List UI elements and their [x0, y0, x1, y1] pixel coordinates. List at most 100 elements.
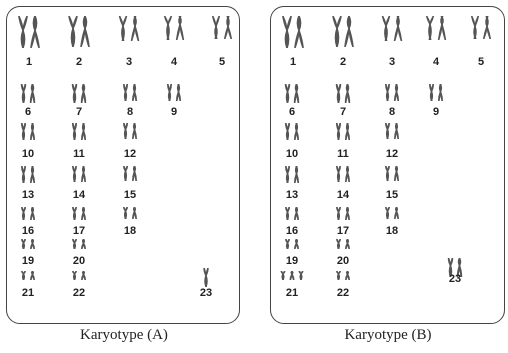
karyotype-b-chromosome-10 [284, 123, 300, 140]
caption-a-text: Karyotype [80, 327, 144, 343]
karyotype-b-chromosome-4 [425, 16, 447, 40]
karyotype-b-label-9: 9 [433, 106, 439, 118]
karyotype-b-chromosome-23 [447, 258, 463, 277]
karyotype-a-chromosome-8 [122, 84, 138, 101]
karyotype-b-chromosome-1 [282, 16, 304, 48]
karyotype-b-chromosome-11 [335, 123, 351, 140]
karyotype-b-label-5: 5 [478, 56, 484, 68]
karyotype-a-label-4: 4 [171, 56, 178, 68]
karyotype-a-label-19: 19 [22, 255, 34, 267]
karyotype-b-label-10: 10 [286, 148, 298, 160]
karyotype-a-label-16: 16 [22, 225, 34, 237]
karyotype-a-label-13: 13 [22, 189, 34, 201]
karyotype-b-label-21: 21 [286, 287, 298, 299]
karyotype-b-label-17: 17 [337, 225, 349, 237]
karyotype-b-chromosome-9 [428, 84, 444, 101]
karyotype-b-chromosome-14 [336, 166, 350, 182]
karyotype-a-chromosome-12 [123, 123, 137, 139]
karyotype-a-label-1: 1 [26, 56, 32, 68]
caption-b: Karyotype (B) [268, 327, 508, 344]
karyotype-b-label-7: 7 [340, 106, 346, 118]
caption-b-text: Karyotype [344, 327, 408, 343]
karyotype-b-chromosome-21 [280, 271, 304, 280]
karyotype-a-chromosome-1 [18, 16, 40, 48]
karyotype-b-label-22: 22 [337, 287, 349, 299]
karyotype-b-chromosome-15 [385, 166, 399, 181]
karyotype-b-label-2: 2 [340, 56, 346, 68]
caption-a: Karyotype (A) [4, 327, 244, 344]
karyotype-a-label-11: 11 [73, 148, 85, 160]
karyotype-a-chromosome-6 [20, 84, 36, 103]
karyotype-a-chromosome-21 [21, 271, 35, 280]
karyotype-b-label-13: 13 [286, 189, 298, 201]
karyotype-b-chromosome-17 [336, 207, 350, 220]
karyotype-a-panel [6, 6, 240, 324]
karyotype-b-label-14: 14 [337, 189, 350, 201]
karyotype-b-chromosome-3 [381, 16, 403, 41]
karyotype-a-label-21: 21 [22, 287, 34, 299]
caption-b-letter: (B) [411, 327, 432, 343]
karyotype-b-label-3: 3 [389, 56, 395, 68]
karyotype-b-chromosome-19 [285, 239, 299, 249]
karyotype-a-chromosome-2 [68, 16, 90, 47]
karyotype-a-label-20: 20 [73, 255, 85, 267]
karyotype-a-chromosome-7 [71, 84, 87, 103]
karyotype-a-label-3: 3 [126, 56, 132, 68]
karyotype-b-label-16: 16 [286, 225, 298, 237]
karyotype-b-chromosome-12 [385, 123, 399, 139]
karyotype-b-label-4: 4 [433, 56, 440, 68]
karyotype-a-label-14: 14 [73, 189, 86, 201]
karyotype-a-chromosome-23 [203, 268, 209, 287]
karyotype-b-label-15: 15 [386, 189, 398, 201]
karyotype-b-chromosome-13 [284, 166, 300, 183]
karyotype-a-label-18: 18 [124, 225, 136, 237]
karyotype-b-label-18: 18 [386, 225, 398, 237]
karyotype-b-chromosome-5 [470, 16, 492, 39]
karyotype-a-chromosome-17 [72, 207, 86, 220]
karyotype-b-chromosome-20 [336, 239, 350, 249]
karyotype-b-chromosome-8 [384, 84, 400, 101]
karyotype-b-label-23: 23 [449, 273, 461, 285]
karyotype-a-label-10: 10 [22, 148, 34, 160]
karyotype-a-chromosome-9 [166, 84, 182, 101]
karyotype-a-chromosome-15 [123, 166, 137, 181]
karyotype-b-label-8: 8 [389, 106, 395, 118]
karyotype-b-label-11: 11 [337, 148, 349, 160]
karyotype-a-chromosome-10 [20, 123, 36, 140]
karyotype-a-chromosome-3 [118, 16, 140, 41]
karyotype-a-chromosome-16 [21, 207, 35, 220]
karyotype-b-chromosome-16 [285, 207, 299, 220]
karyotype-b-chromosome-18 [385, 207, 399, 219]
karyotype-a-label-17: 17 [73, 225, 85, 237]
karyotype-b-label-19: 19 [286, 255, 298, 267]
karyotype-b-label-20: 20 [337, 255, 349, 267]
karyotype-a-chromosome-19 [21, 239, 35, 249]
karyotype-a-chromosome-5 [211, 16, 233, 39]
caption-a-letter: (A) [147, 327, 168, 343]
karyotype-a-chromosome-14 [72, 166, 86, 182]
karyotype-a-chromosome-20 [72, 239, 86, 249]
karyotype-a-label-2: 2 [76, 56, 82, 68]
karyotype-a-label-23: 23 [200, 287, 212, 299]
karyotype-a-label-15: 15 [124, 189, 136, 201]
karyotype-b-chromosome-6 [284, 84, 300, 103]
karyotype-a-chromosome-13 [20, 166, 36, 183]
karyotype-a-label-7: 7 [76, 106, 82, 118]
karyotype-a-label-22: 22 [73, 287, 85, 299]
karyotype-b-panel [270, 6, 505, 324]
karyotype-a-chromosome-22 [72, 271, 86, 280]
karyotype-a-label-12: 12 [124, 148, 136, 160]
karyotype-b-chromosome-22 [336, 271, 350, 280]
karyotype-a-chromosome-4 [163, 16, 185, 40]
karyotype-b-chromosome-7 [335, 84, 351, 103]
karyotype-a-label-5: 5 [219, 56, 225, 68]
karyotype-b-label-1: 1 [290, 56, 296, 68]
karyotype-a-label-9: 9 [171, 106, 177, 118]
karyotype-a-label-6: 6 [25, 106, 31, 118]
karyotype-a-chromosome-18 [123, 207, 137, 219]
karyotype-b-chromosome-2 [332, 16, 354, 47]
karyotype-b-label-12: 12 [386, 148, 398, 160]
karyotype-b-label-6: 6 [289, 106, 295, 118]
karyotype-a-label-8: 8 [127, 106, 133, 118]
